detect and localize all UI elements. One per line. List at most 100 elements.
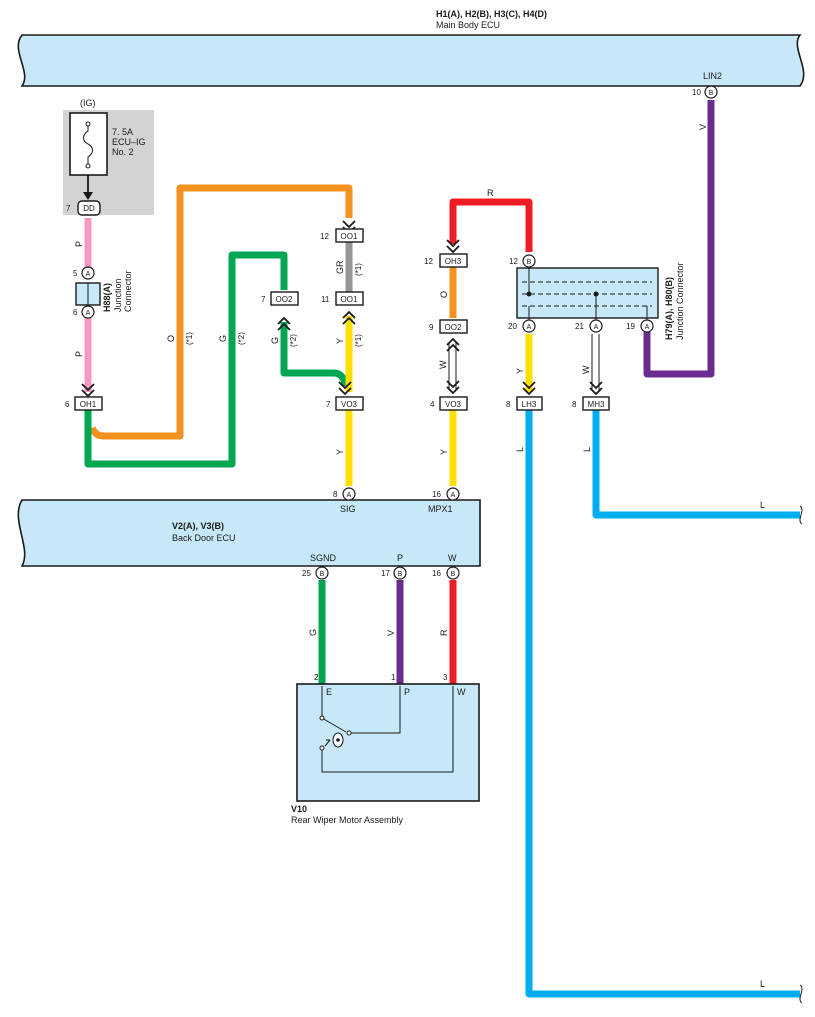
note-n1b: (*1) bbox=[354, 263, 363, 276]
h79-p21: 21 bbox=[575, 322, 584, 331]
wl-w-mh3: W bbox=[581, 365, 591, 374]
h88-code: H88(A) bbox=[102, 283, 112, 312]
pin-lin2: 10 bbox=[692, 88, 701, 97]
wl-v-motor: V bbox=[386, 630, 396, 636]
fuse-rating: 7. 5A bbox=[112, 127, 133, 137]
conn-vo3-mid: VO3 bbox=[445, 400, 462, 409]
pin-vo3-mid: 4 bbox=[430, 400, 435, 409]
terminal-sig: SIG bbox=[340, 504, 356, 514]
pin-vo3-left: 7 bbox=[326, 400, 331, 409]
conn-oo1-mid: OO1 bbox=[341, 295, 358, 304]
sig-pin: 8 bbox=[333, 490, 338, 499]
motor-e-num: 2 bbox=[314, 673, 319, 682]
junction-connector-h79: H79(A), H80(B) Junction Connector bbox=[516, 262, 685, 340]
h88-top-letter: A bbox=[86, 271, 91, 278]
wire-labels: V R P P O (*1) G (*2) G (*2) GR (*1) Y (… bbox=[74, 124, 765, 989]
back-door-ecu: V2(A), V3(B) Back Door ECU SIG MPX1 SGND… bbox=[17, 499, 481, 567]
wl-g-motor: G bbox=[308, 629, 318, 636]
conn-oo2-mid: OO2 bbox=[445, 323, 462, 332]
break-marks bbox=[799, 505, 803, 1004]
h79-top-letter: B bbox=[527, 259, 532, 266]
pin-oo2-mid: 9 bbox=[429, 323, 434, 332]
note-n2b: (*2) bbox=[289, 334, 298, 347]
wl-y-left-low: Y bbox=[335, 449, 345, 455]
h88-line1: Junction bbox=[113, 278, 123, 312]
motor-name: Rear Wiper Motor Assembly bbox=[291, 815, 404, 825]
wl-y-mid-low: Y bbox=[439, 449, 449, 455]
pin-oo1-mid: 11 bbox=[321, 295, 330, 304]
conn-oh1: OH1 bbox=[80, 400, 97, 409]
h88-bot-letter: A bbox=[86, 310, 91, 317]
back-ecu-name: Back Door ECU bbox=[172, 533, 236, 543]
conn-dd: DD bbox=[83, 204, 95, 213]
wl-r-top: R bbox=[487, 188, 494, 198]
pin-oo2-left: 7 bbox=[261, 295, 266, 304]
wl-l-mh3: L bbox=[582, 447, 592, 452]
sgnd-pin: 25 bbox=[302, 569, 311, 578]
wl-g-left: G bbox=[218, 335, 228, 342]
wl-l-right-top: L bbox=[760, 500, 765, 510]
terminal-mpx1: MPX1 bbox=[428, 504, 453, 514]
p-pin: 17 bbox=[381, 569, 390, 578]
h88-bot-pin: 6 bbox=[73, 308, 78, 317]
pin-mh3: 8 bbox=[572, 400, 577, 409]
fuse-name2: No. 2 bbox=[112, 147, 134, 157]
w-pin: 16 bbox=[432, 569, 441, 578]
pin-oh3: 12 bbox=[424, 257, 433, 266]
fuse-supply-label: (IG) bbox=[80, 98, 96, 108]
wl-y-lh3: Y bbox=[515, 368, 525, 374]
conn-mh3: MH3 bbox=[588, 400, 605, 409]
motor-p-num: 1 bbox=[391, 673, 396, 682]
h79-p19-letter: A bbox=[645, 324, 650, 331]
fuse-name1: ECU–IG bbox=[112, 137, 146, 147]
wl-p-lower: P bbox=[74, 351, 84, 357]
motor-code: V10 bbox=[291, 804, 307, 814]
h79-label: Junction Connector bbox=[675, 262, 685, 340]
connectors: DD 7 OO1 12 OO1 11 OO2 7 OH3 12 OO2 9 OH… bbox=[65, 200, 610, 411]
sgnd-letter: B bbox=[320, 571, 325, 578]
conn-lh3: LH3 bbox=[522, 400, 537, 409]
wires bbox=[84, 100, 800, 998]
h79-code: H79(A), H80(B) bbox=[664, 277, 674, 340]
pin-oh1: 6 bbox=[65, 400, 70, 409]
h79-p19: 19 bbox=[626, 322, 635, 331]
main-ecu-codes: H1(A), H2(B), H3(C), H4(D) bbox=[436, 9, 547, 19]
sig-letter: A bbox=[347, 492, 352, 499]
conn-oo1-top: OO1 bbox=[341, 232, 358, 241]
terminal-w: W bbox=[448, 553, 457, 563]
h79-p20-letter: A bbox=[527, 324, 532, 331]
junction-connector-h88: H88(A) Junction Connector bbox=[75, 270, 133, 312]
w-letter: B bbox=[451, 571, 456, 578]
pin-circles: B 10 A 5 A 6 B 12 A 20 A 21 A 19 A 8 A 1… bbox=[73, 85, 718, 580]
pin-oo1-top: 12 bbox=[320, 232, 329, 241]
h79-top-pin: 12 bbox=[509, 257, 518, 266]
h88-line2: Connector bbox=[123, 270, 133, 312]
main-body-ecu: H1(A), H2(B), H3(C), H4(D) Main Body ECU… bbox=[17, 9, 805, 87]
note-n2a: (*2) bbox=[237, 332, 246, 345]
terminal-sgnd: SGND bbox=[310, 553, 337, 563]
wl-y-upper: Y bbox=[335, 338, 345, 344]
h79-p20: 20 bbox=[508, 322, 517, 331]
pin-lin2-letter: B bbox=[709, 90, 714, 97]
pin-lh3: 8 bbox=[506, 400, 511, 409]
wl-l-right-bot: L bbox=[760, 979, 765, 989]
pin-dd: 7 bbox=[66, 204, 71, 213]
motor-pin-w: W bbox=[457, 687, 466, 697]
conn-vo3-left: VO3 bbox=[341, 400, 358, 409]
wl-g-loop: G bbox=[270, 337, 280, 344]
wl-gr: GR bbox=[335, 260, 345, 274]
wl-w-mid: W bbox=[438, 360, 448, 369]
wl-v-top: V bbox=[698, 124, 708, 130]
note-n1a: (*1) bbox=[185, 332, 194, 345]
motor-w-num: 3 bbox=[443, 673, 448, 682]
mpx1-letter: A bbox=[451, 492, 456, 499]
wl-o-mid: O bbox=[439, 291, 449, 298]
h88-top-pin: 5 bbox=[73, 269, 78, 278]
wl-p-upper: P bbox=[74, 241, 84, 247]
terminal-p: P bbox=[397, 553, 403, 563]
wl-o-left: O bbox=[166, 335, 176, 342]
wl-r-motor: R bbox=[439, 629, 449, 636]
chevrons bbox=[81, 220, 603, 398]
conn-oh3: OH3 bbox=[445, 257, 462, 266]
